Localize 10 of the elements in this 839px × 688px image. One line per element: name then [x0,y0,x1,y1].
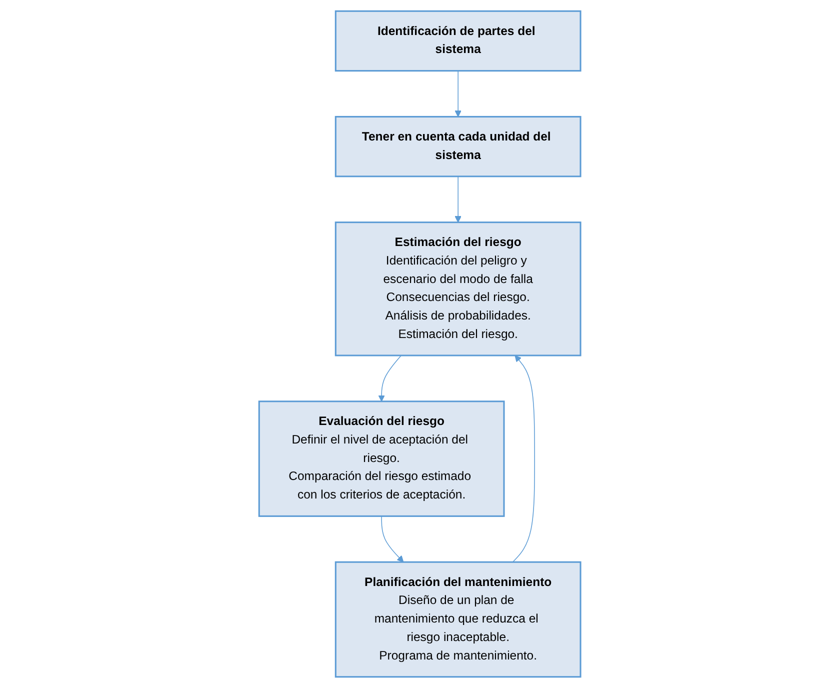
arrow [512,355,535,562]
node-box: Tener en cuenta cada unidad del sistema [334,116,581,178]
arrow [454,70,462,118]
node-box: Evaluación del riesgo Definir el nivel de aceptación del riesgo. Comparación del riesgo estimado con los criterios de aceptación. [258,400,504,517]
node-box: Planificación del mantenimiento Diseño de un plan de mantenimiento que reduzca el riesgo inaceptable. Programa de mantenimiento. [334,561,581,678]
arrow [378,355,402,402]
node-box: Estimación del riesgo Identificación del peligro y escenario del modo de falla Consecuencias del riesgo. Análisis de probabilidades. Estimación del riesgo. [334,222,581,356]
arrow [380,516,404,562]
node-box: Identificación de partes del sistema [334,10,581,72]
arrow [454,176,462,223]
